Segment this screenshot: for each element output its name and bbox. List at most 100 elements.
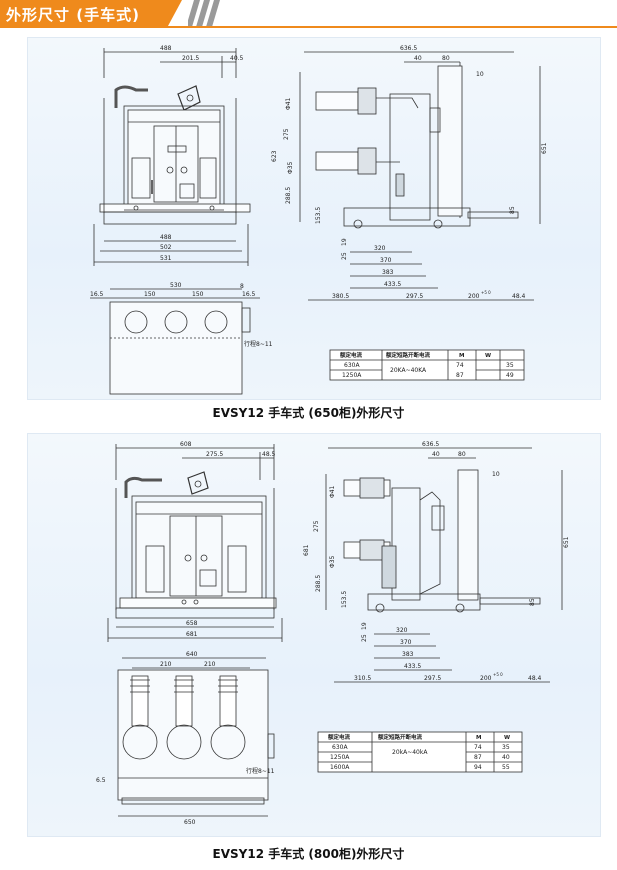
side-view-800: 636.5 40 80 10 275 Φ41 681 Φ35 288.5 153… bbox=[303, 441, 570, 683]
dim: 531 bbox=[160, 255, 172, 262]
dim: 681 bbox=[186, 631, 198, 638]
dim: 297.5 bbox=[424, 675, 441, 682]
dim: 16.5 bbox=[90, 291, 104, 298]
spec-table-650: 额定电流 额定短路开断电流 M W 630A 1250A 20KA~40KA 7… bbox=[329, 349, 525, 381]
table-cell: 20KA~40KA bbox=[390, 367, 427, 374]
dim: 行程8~11 bbox=[244, 340, 273, 348]
front-view-650: 488 201.5 40.5 488 502 531 bbox=[93, 45, 251, 266]
drawing-650-svg: 488 201.5 40.5 488 502 531 bbox=[90, 45, 548, 395]
table-cell: 1250A bbox=[330, 754, 350, 761]
table-cell: 87 bbox=[456, 372, 464, 379]
table-header: M bbox=[459, 353, 464, 359]
table-cell: 1600A bbox=[330, 764, 350, 771]
table-cell: 87 bbox=[474, 754, 482, 761]
dim: Φ41 bbox=[285, 97, 292, 110]
dim: 433.5 bbox=[404, 663, 421, 670]
dim: 502 bbox=[160, 244, 172, 251]
table-header: W bbox=[504, 735, 510, 741]
caption-650: EVSY12 手车式 (650柜)外形尺寸 bbox=[212, 406, 405, 420]
dim: 80 bbox=[442, 55, 450, 62]
dim: 200 bbox=[468, 293, 480, 300]
dim: 651 bbox=[563, 536, 570, 548]
dim: 488 bbox=[160, 234, 172, 241]
dim: 530 bbox=[170, 282, 182, 289]
dim: 48.4 bbox=[528, 675, 542, 682]
table-cell: 74 bbox=[474, 744, 482, 751]
dim: 25 bbox=[361, 634, 368, 642]
table-cell: 630A bbox=[332, 744, 348, 751]
dim: 40 bbox=[432, 451, 440, 458]
dim: 25 bbox=[341, 252, 348, 260]
table-cell: 74 bbox=[456, 362, 464, 369]
dim: 370 bbox=[380, 257, 392, 264]
drawing-panel-800: 608 275.5 48.5 658 681 640 210 210 bbox=[27, 433, 601, 837]
dim: 85 bbox=[509, 206, 516, 214]
drawing-panel-650: 488 201.5 40.5 488 502 531 bbox=[27, 37, 601, 400]
table-header: 额定短路开断电流 bbox=[386, 351, 431, 359]
dim: 320 bbox=[374, 245, 386, 252]
table-cell: 35 bbox=[502, 744, 510, 751]
dim: 650 bbox=[184, 819, 196, 826]
dim: 48.4 bbox=[512, 293, 526, 300]
bottom-view-650: 530 16.5 150 150 8 16.5 行程8~11 bbox=[90, 282, 273, 395]
bottom-view-800: 640 210 210 行程8~11 6.5 650 bbox=[96, 651, 275, 826]
dim-tolerance: +5 0 bbox=[493, 672, 503, 677]
dim: 行程8~11 bbox=[246, 767, 275, 775]
dim: 19 bbox=[341, 238, 348, 246]
table-cell: 55 bbox=[502, 764, 510, 771]
dim: 10 bbox=[492, 471, 500, 478]
dim: 85 bbox=[529, 598, 536, 606]
dim: 433.5 bbox=[384, 281, 401, 288]
table-cell: 20kA~40kA bbox=[392, 749, 428, 756]
table-cell: 1250A bbox=[342, 372, 362, 379]
section-header: 外形尺寸 (手车式) bbox=[0, 0, 617, 28]
dim: 153.5 bbox=[341, 591, 348, 608]
dim: 40.5 bbox=[230, 55, 244, 62]
dim: 297.5 bbox=[406, 293, 423, 300]
dim: 608 bbox=[180, 441, 192, 448]
dim-tolerance: +5 0 bbox=[481, 290, 491, 295]
dim: 681 bbox=[303, 544, 310, 556]
dim: 370 bbox=[400, 639, 412, 646]
dim: 636.5 bbox=[422, 441, 439, 448]
spec-table-800: 额定电流 额定短路开断电流 M W 630A 1250A 1600A 20kA~… bbox=[317, 731, 523, 773]
dim: 150 bbox=[144, 291, 156, 298]
dim: 288.5 bbox=[315, 575, 322, 592]
dim: 80 bbox=[458, 451, 466, 458]
dim: 651 bbox=[541, 142, 548, 154]
dim: 488 bbox=[160, 45, 172, 52]
dim: Φ35 bbox=[329, 555, 336, 568]
drawing-800-svg: 608 275.5 48.5 658 681 640 210 210 bbox=[96, 441, 570, 826]
table-header: 额定电流 bbox=[328, 733, 351, 741]
dim: 383 bbox=[402, 651, 414, 658]
table-cell: 630A bbox=[344, 362, 360, 369]
dim: 48.5 bbox=[262, 451, 276, 458]
table-header: M bbox=[476, 735, 481, 741]
table-cell: 49 bbox=[506, 372, 514, 379]
table-cell: 94 bbox=[474, 764, 482, 771]
stripes-decoration bbox=[188, 0, 220, 27]
dim: 275 bbox=[313, 520, 320, 532]
dim: 310.5 bbox=[354, 675, 371, 682]
dim: 640 bbox=[186, 651, 198, 658]
front-view-800: 608 275.5 48.5 658 681 bbox=[107, 441, 283, 642]
dim: 636.5 bbox=[400, 45, 417, 52]
section-title: 外形尺寸 (手车式) bbox=[6, 6, 140, 24]
dim: 19 bbox=[361, 622, 368, 630]
table-cell: 35 bbox=[506, 362, 514, 369]
dim: 6.5 bbox=[96, 777, 106, 784]
dim: 288.5 bbox=[285, 187, 292, 204]
dim: 153.5 bbox=[315, 207, 322, 224]
dim: 275.5 bbox=[206, 451, 223, 458]
dim: 200 bbox=[480, 675, 492, 682]
dim: 383 bbox=[382, 269, 394, 276]
dim: 16.5 bbox=[242, 291, 256, 298]
dim: 210 bbox=[160, 661, 172, 668]
header-underline bbox=[0, 26, 617, 28]
dim: 275 bbox=[283, 128, 290, 140]
dim: Φ41 bbox=[329, 485, 336, 498]
dim: 623 bbox=[271, 150, 278, 162]
dim: 8 bbox=[240, 283, 244, 290]
table-header: W bbox=[485, 353, 491, 359]
dim: Φ35 bbox=[287, 161, 294, 174]
